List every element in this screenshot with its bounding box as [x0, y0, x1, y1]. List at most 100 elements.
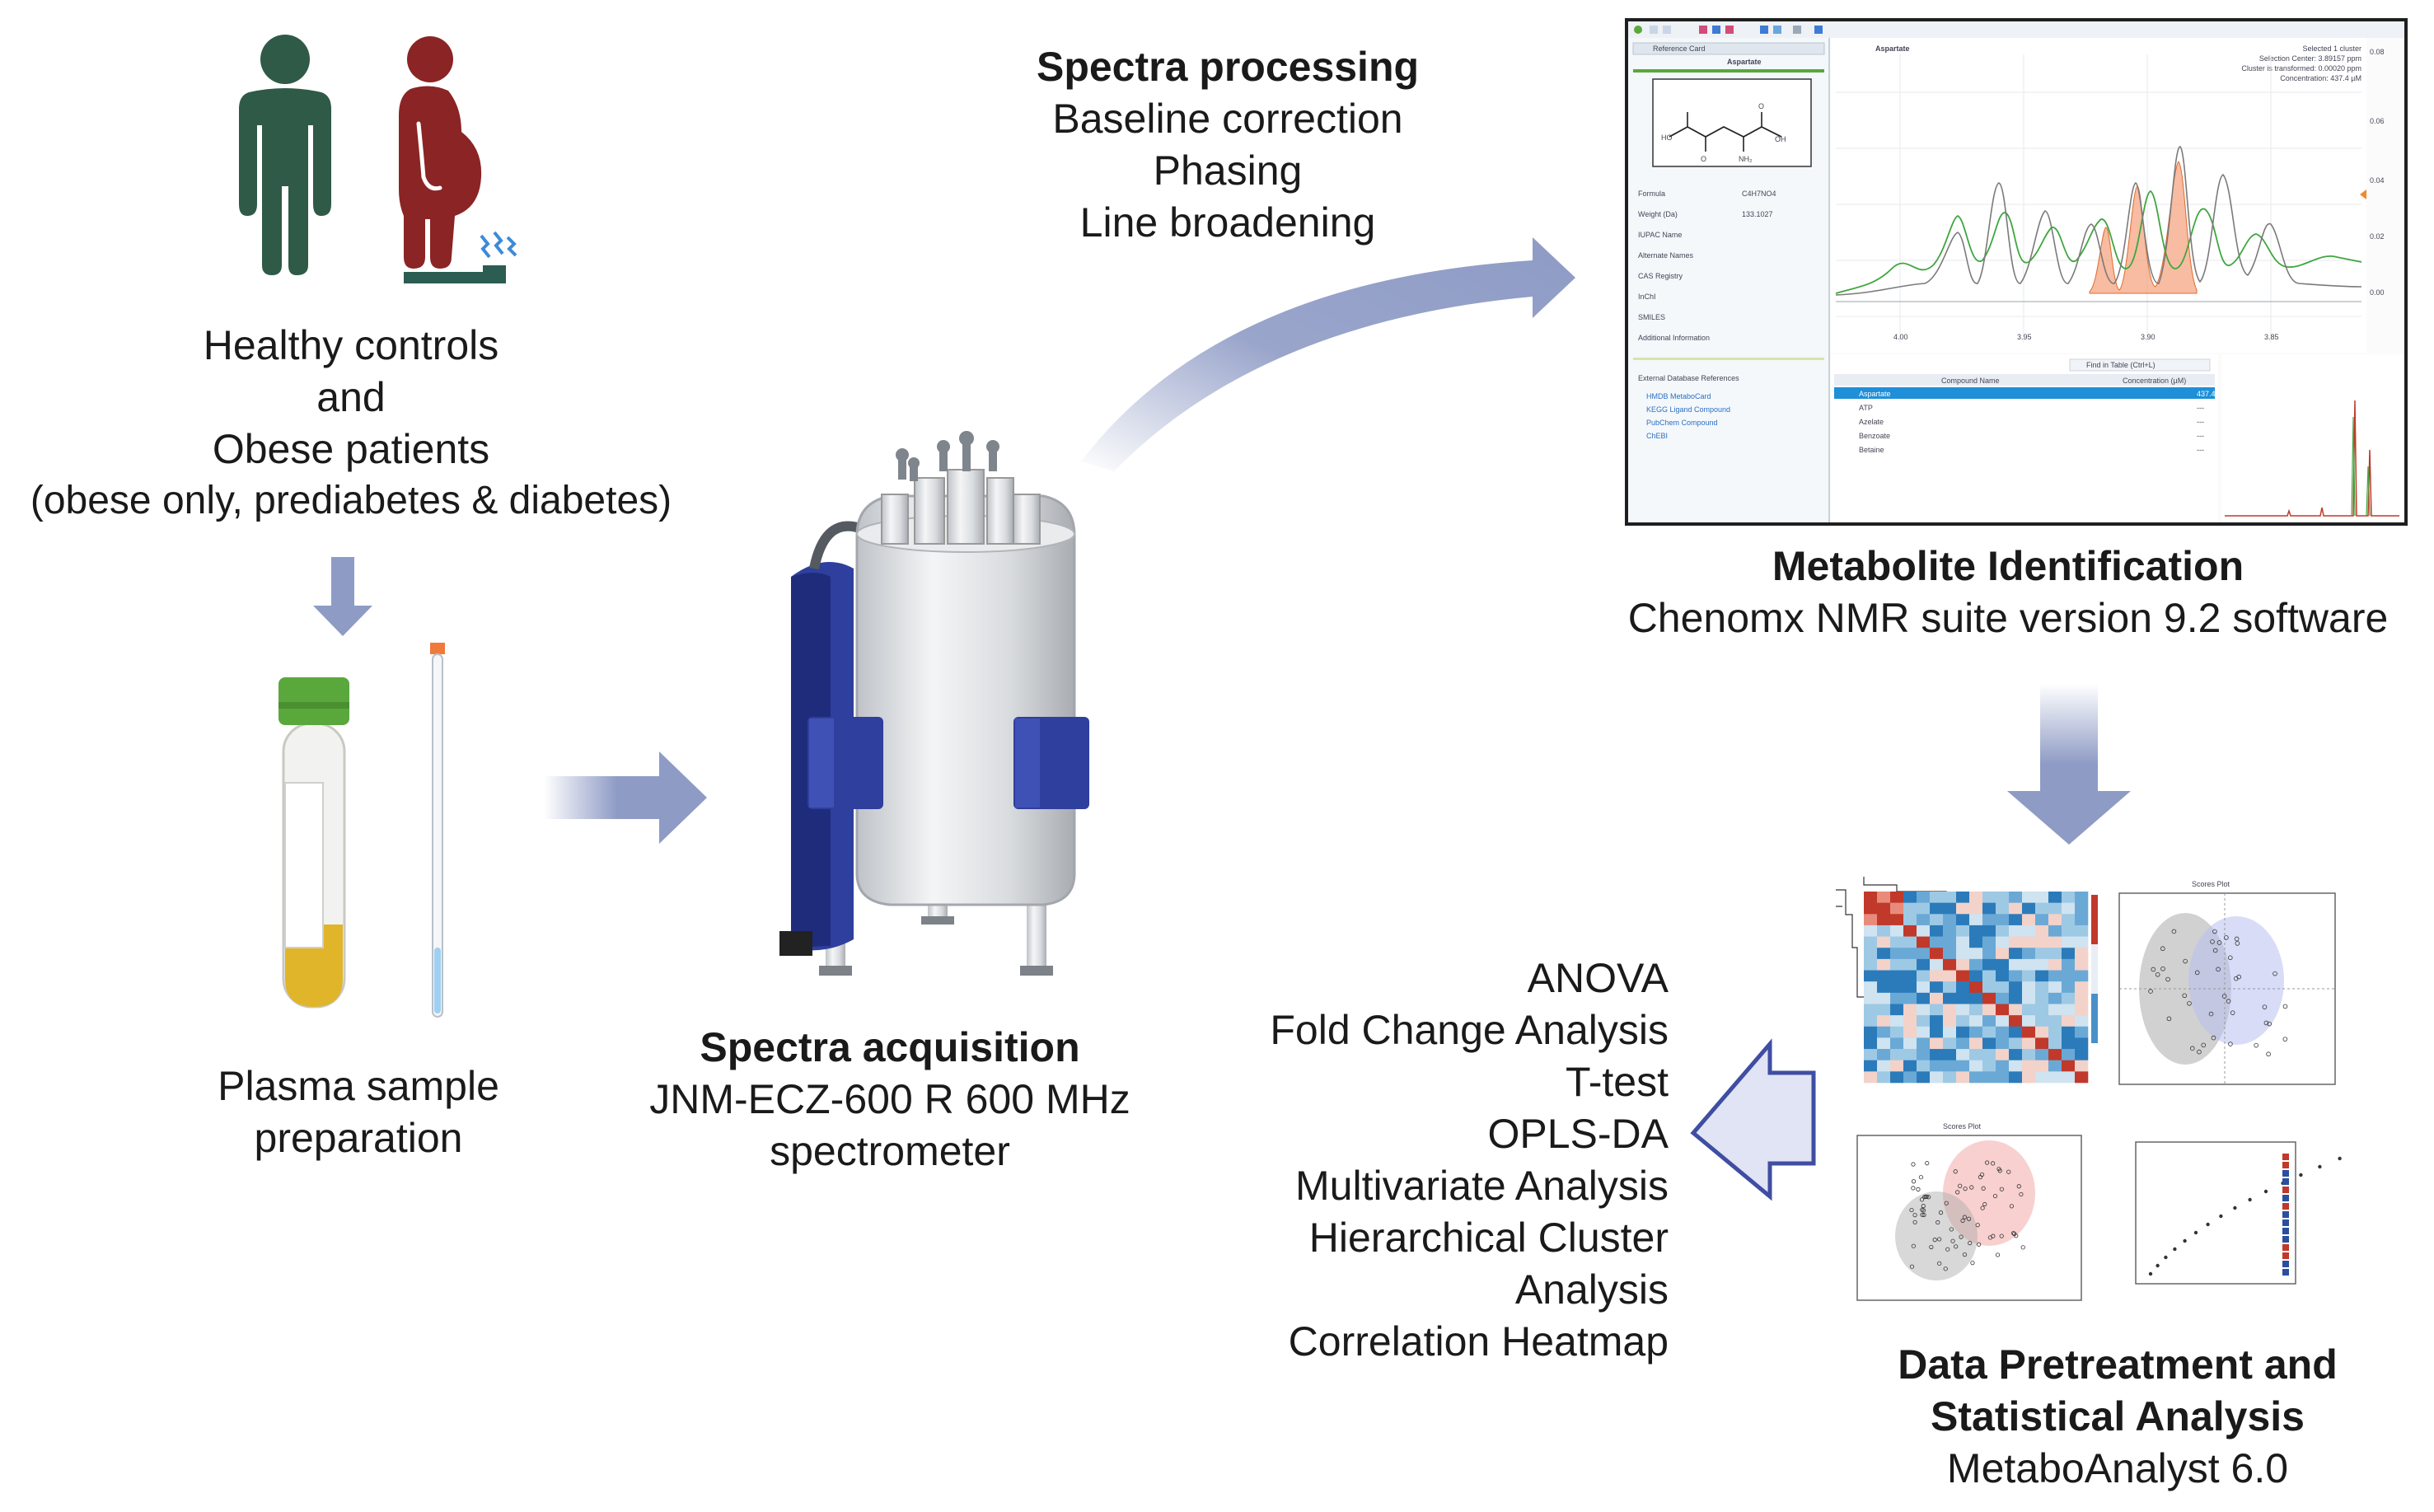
heatmap-cell [1943, 914, 1957, 926]
link-chebi[interactable]: ChEBI [1646, 432, 1668, 440]
scores-point [1926, 1195, 1931, 1200]
heatmap-cell [1917, 902, 1931, 915]
scores-point [2189, 1046, 2195, 1051]
scores-point [1922, 1195, 1927, 1200]
heatmap-cell [1890, 914, 1904, 926]
heatmap-cell [1890, 1049, 1904, 1061]
scores-point [1979, 1172, 1985, 1177]
sample-prep-line-2: preparation [254, 1115, 463, 1161]
vip-bar [2282, 1261, 2289, 1267]
scores-point [2155, 971, 2160, 977]
scale-icon [404, 231, 517, 283]
link-pubchem[interactable]: PubChem Compound [1646, 419, 1718, 427]
heatmap-cell [1996, 1026, 2010, 1038]
scores-point [1918, 1175, 1924, 1180]
spectrum-info: Selected 1 cluster Selection Center: 3.8… [2241, 44, 2361, 82]
heatmap-cell [2075, 914, 2089, 926]
heatmap-cell [2048, 1015, 2062, 1028]
scores-point [2151, 967, 2156, 972]
heatmap-cell [1969, 1071, 1983, 1084]
scores-point [1969, 1185, 1974, 1190]
heatmap-cell [2035, 1049, 2049, 1061]
heatmap-cell [1982, 1004, 1996, 1016]
vip-bar [2282, 1170, 2289, 1177]
heatmap-cell [2022, 925, 2036, 937]
sample-prep-label: Plasma sample preparation [181, 1060, 536, 1164]
obese-person-icon [399, 36, 482, 269]
table-row-5-conc: --- [2197, 446, 2204, 454]
heatmap-cell [2035, 1004, 2049, 1016]
scores-point [1909, 1264, 1915, 1269]
scores-point [1992, 1193, 1998, 1199]
vip-point [2263, 1189, 2268, 1194]
heatmap-cell [1890, 1015, 1904, 1028]
heatmap-cell [1943, 1015, 1957, 1028]
heatmap-cell [1930, 925, 1944, 937]
heatmap-cell [2075, 1049, 2089, 1061]
scores-point [2011, 1230, 2016, 1236]
vip-bar [2282, 1244, 2289, 1251]
identification-subtitle: Chenomx NMR suite version 9.2 software [1627, 595, 2389, 641]
vip-point [2233, 1205, 2237, 1210]
table-row-1-name[interactable]: Aspartate [1859, 390, 1891, 398]
scores-point [1955, 1190, 1960, 1195]
heatmap-cell [1877, 948, 1891, 960]
arrow-curved-processing [1081, 237, 1575, 471]
scores-point [1925, 1161, 1930, 1166]
heatmap-cell [1943, 992, 1957, 1004]
heatmap-cell [2075, 925, 2089, 937]
compound-table-rows: Aspartate 437.4 ATP --- Azelate --- Benz… [1859, 390, 2216, 454]
heatmap-cell [1890, 970, 1904, 982]
heatmap-cell [1982, 914, 1996, 926]
scores-point [1976, 1242, 1982, 1247]
heatmap-cell [1982, 992, 1996, 1004]
processing-label: Spectra processing Baseline correction P… [1005, 41, 1450, 249]
heatmap-cell [2035, 1015, 2049, 1028]
heatmap-cell [1917, 914, 1931, 926]
vip-point [2183, 1238, 2187, 1243]
heatmap-cell [2009, 970, 2023, 982]
heatmap-cell [1969, 948, 1983, 960]
method-fold-change: Fold Change Analysis [1270, 1007, 1669, 1053]
external-db-links: HMDB MetaboCard KEGG Ligand Compound Pub… [1646, 392, 1730, 440]
heatmap-cell [2009, 925, 2023, 937]
table-row-2-name[interactable]: ATP [1859, 404, 1873, 412]
table-search-input[interactable]: Find in Table (Ctrl+L) [2086, 361, 2155, 369]
heatmap-cell [2035, 936, 2049, 948]
vip-point [2155, 1263, 2160, 1268]
spectrum-compound-label: Aspartate [1875, 44, 1910, 53]
link-kegg[interactable]: KEGG Ligand Compound [1646, 405, 1730, 414]
vip-plot-thumbnail [2135, 1141, 2342, 1285]
table-row-5-name[interactable]: Betaine [1859, 446, 1884, 454]
heatmap-cell [1903, 1049, 1917, 1061]
scores-point [1912, 1213, 1917, 1218]
heatmap-cell [2062, 958, 2076, 971]
subjects-line-3: Obese patients [212, 426, 490, 472]
heatmap-cell [1903, 914, 1917, 926]
table-row-3-name[interactable]: Azelate [1859, 418, 1884, 426]
scores-point [1999, 1187, 2004, 1191]
heatmap-cell [1956, 1004, 1970, 1016]
heatmap-cell [2035, 1060, 2049, 1072]
scores-point [2160, 966, 2165, 971]
reference-card-dropdown[interactable]: Reference Card [1653, 44, 1706, 53]
scores-point [1980, 1205, 1985, 1210]
heatmap-cell [1969, 1026, 1983, 1038]
heatmap-cell [1969, 992, 1983, 1004]
heatmap-cell [1996, 1071, 2010, 1084]
heatmap-cell [1877, 1004, 1891, 1016]
heatmap-cell [2075, 902, 2089, 915]
link-hmdb[interactable]: HMDB MetaboCard [1646, 392, 1711, 400]
scores-point [2148, 989, 2153, 994]
heatmap-cell [1996, 970, 2010, 982]
heatmap-cell [1903, 1071, 1917, 1084]
heatmap-cell [2022, 1026, 2036, 1038]
heatmap-cell [2009, 992, 2023, 1004]
heatmap-cell [1917, 1015, 1931, 1028]
heatmap-cell [1982, 1071, 1996, 1084]
heatmap-cell [2048, 948, 2062, 960]
heatmap-cell [1877, 1037, 1891, 1050]
table-row-4-name[interactable]: Benzoate [1859, 432, 1890, 440]
heatmap-cell [2035, 948, 2049, 960]
scores-point [1920, 1207, 1925, 1212]
